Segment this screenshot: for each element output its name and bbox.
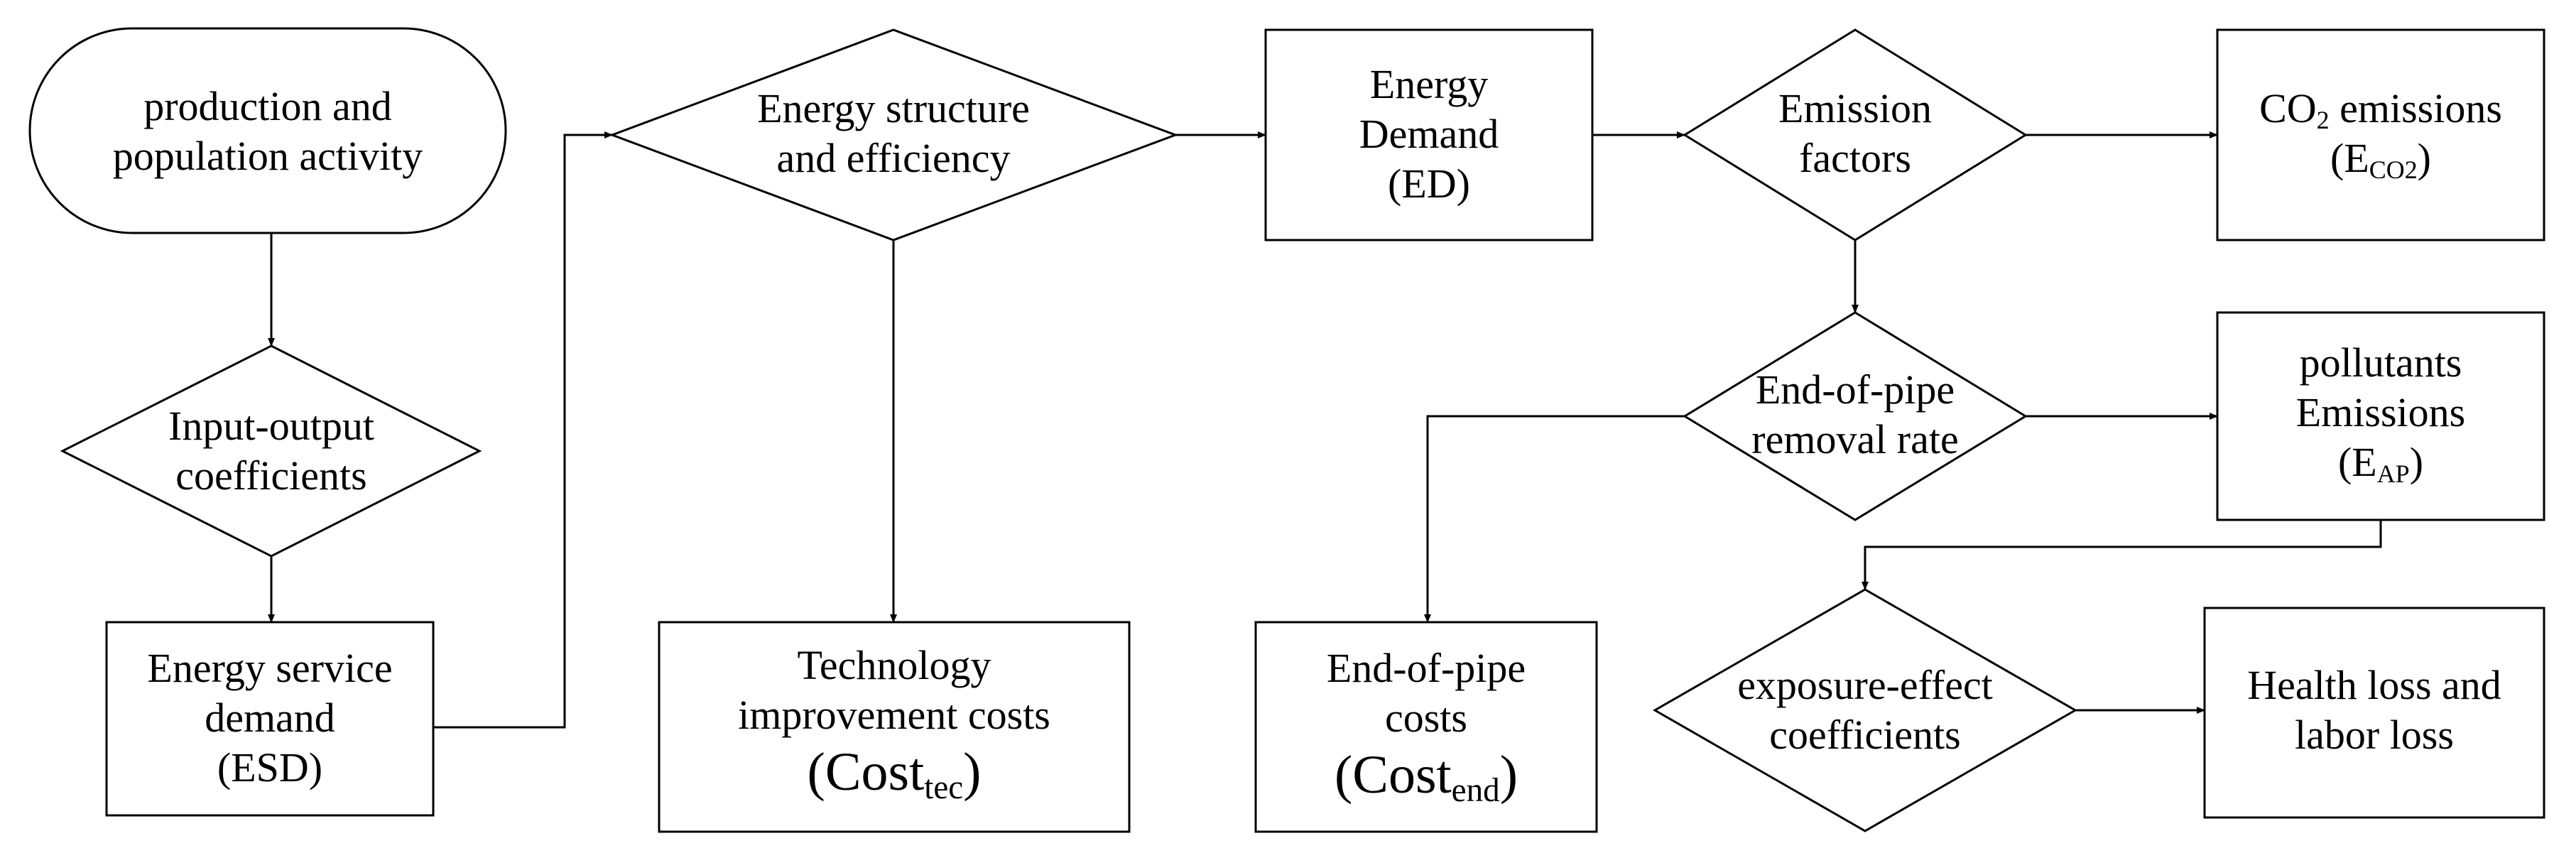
exposure-effect-coefficients-node	[1652, 588, 2078, 832]
health-labor-loss-label: Health loss and labor loss	[2247, 662, 2501, 758]
energy-structure-efficiency-label: Energy structure and efficiency	[757, 85, 1030, 181]
arrow-pollutants-to-exposure	[1862, 520, 2382, 590]
production-activity-node	[28, 27, 507, 234]
pollutants-emissions-label: pollutants Emissions (EAP)	[2295, 339, 2466, 488]
end-of-pipe-costs-label: End-of-pipe costs (Costend)	[1326, 645, 1526, 809]
arrow-eop-rate-to-eop-cost	[1424, 415, 1685, 623]
exposure-effect-coefficients-label: exposure-effect coefficients	[1737, 662, 1993, 758]
co2-emissions-label: CO2 emissions (ECO2)	[2259, 85, 2502, 184]
end-of-pipe-removal-rate-node	[1683, 311, 2028, 521]
production-activity-label: production and population activity	[112, 83, 423, 179]
energy-service-demand-label: Energy service demand (ESD)	[147, 645, 393, 790]
energy-demand-label: Energy Demand (ED)	[1359, 61, 1499, 207]
arrow-esd-to-energy-structure	[433, 131, 613, 729]
end-of-pipe-removal-rate-label: End-of-pipe removal rate	[1751, 366, 1959, 462]
technology-improvement-costs-label: Technology improvement costs (Costtec)	[738, 642, 1050, 806]
emission-factors-label: Emission factors	[1778, 85, 1932, 181]
input-output-coefficients-label: Input-output coefficients	[168, 403, 374, 499]
